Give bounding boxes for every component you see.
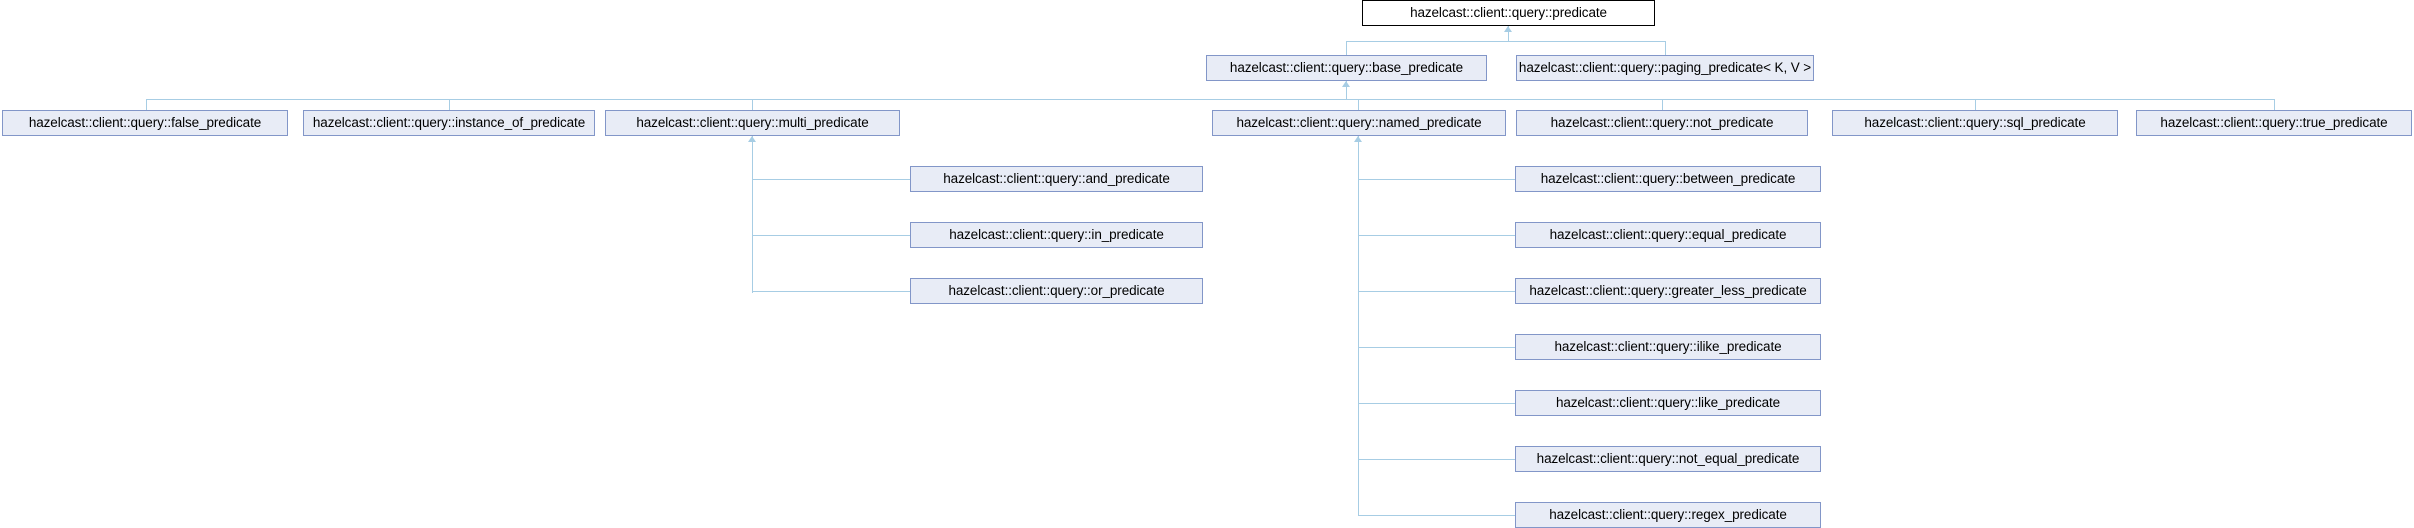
class-node-true_predicate[interactable]: hazelcast::client::query::true_predicate	[2136, 110, 2412, 136]
connector-base-arrow	[1342, 81, 1350, 87]
class-node-predicate[interactable]: hazelcast::client::query::predicate	[1362, 0, 1655, 26]
connector-named-branch-ilike	[1358, 347, 1515, 348]
connector-row2-bus	[1346, 41, 1665, 42]
connector-named-arrow	[1354, 136, 1362, 142]
connector-sql-drop	[1975, 99, 1976, 110]
connector-multi-branch-and	[752, 179, 910, 180]
class-node-not_predicate[interactable]: hazelcast::client::query::not_predicate	[1516, 110, 1808, 136]
class-node-sql_predicate[interactable]: hazelcast::client::query::sql_predicate	[1832, 110, 2118, 136]
connector-multi-spine	[752, 136, 753, 293]
class-node-between_predicate[interactable]: hazelcast::client::query::between_predic…	[1515, 166, 1821, 192]
class-node-instance_of_predicate[interactable]: hazelcast::client::query::instance_of_pr…	[303, 110, 595, 136]
class-node-greater_less_predicate[interactable]: hazelcast::client::query::greater_less_p…	[1515, 278, 1821, 304]
connector-named-branch-notequal	[1358, 459, 1515, 460]
connector-named-branch-regex	[1358, 515, 1515, 516]
connector-row3-bus	[146, 99, 2274, 100]
connector-false-drop	[146, 99, 147, 110]
class-node-not_equal_predicate[interactable]: hazelcast::client::query::not_equal_pred…	[1515, 446, 1821, 472]
connector-named-drop	[1358, 99, 1359, 110]
connector-base-stem	[1346, 81, 1347, 99]
class-node-equal_predicate[interactable]: hazelcast::client::query::equal_predicat…	[1515, 222, 1821, 248]
connector-predicate-arrow	[1504, 26, 1512, 32]
connector-named-branch-like	[1358, 403, 1515, 404]
connector-predicate-stem	[1508, 26, 1509, 41]
class-node-and_predicate[interactable]: hazelcast::client::query::and_predicate	[910, 166, 1203, 192]
connector-multi-drop	[752, 99, 753, 110]
connector-named-branch-between	[1358, 179, 1515, 180]
class-node-like_predicate[interactable]: hazelcast::client::query::like_predicate	[1515, 390, 1821, 416]
class-node-or_predicate[interactable]: hazelcast::client::query::or_predicate	[910, 278, 1203, 304]
class-node-multi_predicate[interactable]: hazelcast::client::query::multi_predicat…	[605, 110, 900, 136]
connector-instance-drop	[449, 99, 450, 110]
connector-multi-arrow	[748, 136, 756, 142]
class-node-named_predicate[interactable]: hazelcast::client::query::named_predicat…	[1212, 110, 1506, 136]
class-node-ilike_predicate[interactable]: hazelcast::client::query::ilike_predicat…	[1515, 334, 1821, 360]
connector-named-branch-equal	[1358, 235, 1515, 236]
connector-paging-drop	[1665, 41, 1666, 55]
class-node-false_predicate[interactable]: hazelcast::client::query::false_predicat…	[2, 110, 288, 136]
connector-named-branch-greater	[1358, 291, 1515, 292]
class-node-base_predicate[interactable]: hazelcast::client::query::base_predicate	[1206, 55, 1487, 81]
connector-true-drop	[2274, 99, 2275, 110]
class-node-regex_predicate[interactable]: hazelcast::client::query::regex_predicat…	[1515, 502, 1821, 528]
connector-not-drop	[1662, 99, 1663, 110]
connector-multi-branch-in	[752, 235, 910, 236]
connector-named-spine	[1358, 136, 1359, 515]
class-node-in_predicate[interactable]: hazelcast::client::query::in_predicate	[910, 222, 1203, 248]
connector-multi-branch-or	[752, 291, 910, 292]
connector-base-drop	[1346, 41, 1347, 55]
class-node-paging_predicate[interactable]: hazelcast::client::query::paging_predica…	[1516, 55, 1814, 81]
